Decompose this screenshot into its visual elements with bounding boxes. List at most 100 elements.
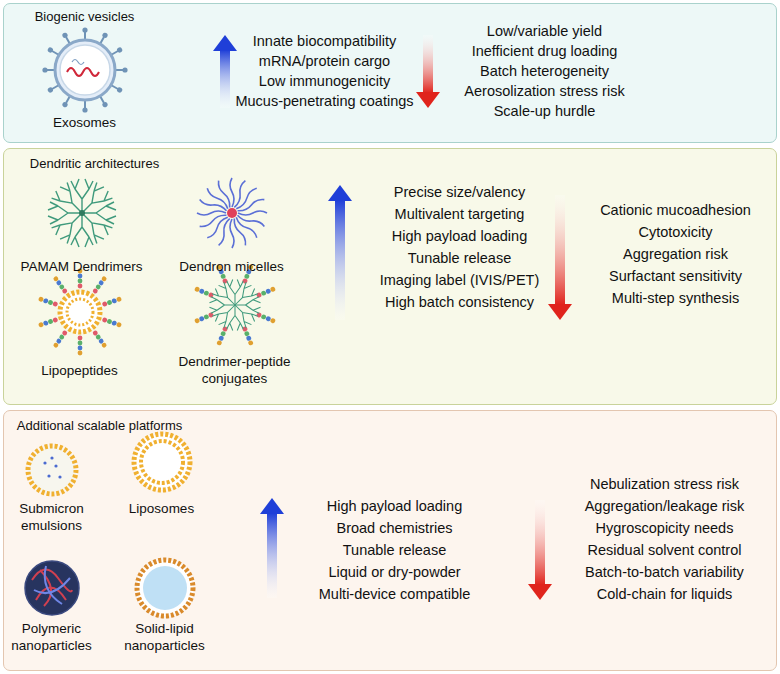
limitation-item: Batch-to-batch variability — [545, 562, 780, 582]
advantage-item: Innate biocompatibility — [205, 31, 445, 51]
exosome-illustration-part — [115, 67, 128, 72]
advantage-arrow-part — [260, 498, 284, 514]
advantage-arrow — [328, 185, 352, 320]
dendrimer-peptide-illustration-part — [229, 299, 259, 329]
dendron-micelle-illustration-part — [237, 213, 265, 228]
lipopeptide-illustration-part — [102, 317, 122, 328]
dendrimer-peptide-illustration — [194, 264, 276, 346]
exosome-illustration-part — [47, 83, 61, 94]
dendron-micelle-illustration-part — [206, 187, 229, 210]
lipopeptide-illustration-part — [38, 296, 58, 307]
exosome-illustration — [42, 27, 127, 112]
advantage-arrow — [213, 35, 237, 108]
exosome-illustration-part — [55, 40, 115, 100]
limitation-item: Low/variable yield — [425, 21, 665, 41]
limitation-arrow — [548, 195, 572, 320]
limitation-item: Inefficient drug loading — [425, 41, 665, 61]
dendron-micelle-illustration-part — [238, 211, 267, 215]
category-band: Biogenic vesiclesExosomes Innate biocompa… — [3, 3, 777, 143]
solid-lipid-illustration — [137, 560, 193, 616]
dendron-micelle-illustration — [197, 178, 267, 248]
emulsion-illustration-part — [58, 475, 61, 478]
limitation-item: Hygroscopicity needs — [545, 518, 780, 538]
dendrimer-peptide-illustration-part — [210, 297, 236, 314]
advantage-item: High payload loading — [340, 226, 580, 246]
lipopeptide-illustration-part — [53, 275, 69, 294]
liposome-illustration — [134, 434, 190, 490]
illustration-label: Lipopeptides — [25, 362, 135, 379]
advantage-arrow-part — [335, 200, 345, 320]
lipopeptide-illustration-part — [78, 269, 83, 289]
lipopeptide-illustration-part — [53, 330, 69, 349]
advantage-item: Imaging label (IVIS/PET) — [340, 270, 580, 290]
dendrimer-peptide-illustration-part — [242, 264, 254, 284]
lipopeptide-illustration-part — [60, 292, 100, 332]
exosome-illustration-part — [61, 32, 72, 46]
illustration-label: Dendron micelles — [162, 258, 302, 275]
dendrimer-peptide-illustration-part — [229, 281, 259, 311]
limitation-item: Nebulization stress risk — [545, 474, 780, 494]
illustration-label: Exosomes — [30, 114, 140, 131]
limitation-arrow-part — [528, 584, 552, 600]
dendron-micelle-illustration-part — [206, 216, 229, 239]
dendrimer-illustration-part — [71, 179, 93, 213]
limitation-item: Cytotoxicity — [556, 222, 780, 242]
lipopeptide-illustration-part — [92, 275, 108, 294]
advantage-item: Low immunogenicity — [205, 71, 445, 91]
exosome-illustration-part — [110, 46, 124, 57]
illustration-label: Solid-lipid nanoparticles — [117, 620, 212, 654]
limitation-item: Surfactant sensitivity — [556, 266, 780, 286]
dendron-micelle-illustration-part — [235, 187, 258, 210]
emulsion-illustration-part — [43, 461, 46, 464]
advantage-item: High batch consistency — [340, 292, 580, 312]
dendron-micelle-illustration-part — [237, 198, 265, 213]
lipopeptide-illustration-part — [78, 336, 83, 356]
lipopeptide-illustration-part — [92, 330, 108, 349]
dendron-micelle-illustration-part — [197, 211, 226, 215]
advantage-item: Tunable release — [340, 248, 580, 268]
exosome-illustration-part — [67, 68, 99, 76]
limitation-arrow-part — [416, 92, 440, 108]
dendrimer-illustration-part — [50, 205, 90, 245]
band-heading: Biogenic vesicles — [0, 7, 170, 27]
exosome-illustration-part — [98, 95, 109, 109]
dendron-micelle-illustration-part — [199, 213, 227, 228]
dendrimer-illustration-part — [50, 181, 90, 221]
dendrimer-illustration-part — [48, 202, 82, 224]
dendrimer-peptide-illustration-part — [235, 297, 261, 314]
dendrimer-peptide-illustration-part — [256, 286, 276, 298]
dendrimer-illustration-part — [82, 202, 116, 224]
dendrimer-peptide-illustration-part — [216, 264, 228, 284]
limitation-item: Scale-up hurdle — [425, 101, 665, 121]
dendrimer-peptide-illustration-part — [211, 299, 241, 329]
exosome-illustration-part — [98, 32, 109, 46]
dendrimer-illustration-part — [74, 205, 114, 245]
lipopeptide-illustration-part — [67, 299, 93, 325]
dendron-micelle-illustration-part — [232, 218, 247, 246]
emulsion-illustration-part — [54, 464, 57, 467]
advantage-item: Mucus-penetrating coatings — [205, 91, 445, 111]
limitation-item: Multi-step synthesis — [556, 288, 780, 308]
limitation-item: Batch heterogeneity — [425, 61, 665, 81]
advantage-arrow-part — [213, 35, 237, 51]
exosome-illustration-part — [61, 95, 72, 109]
dendron-micelle-illustration-part — [227, 208, 237, 218]
dendron-micelle-illustration-part — [230, 219, 234, 248]
limitation-arrow-part — [555, 195, 565, 305]
lipopeptide-illustration — [38, 269, 122, 356]
polymeric-nanoparticle-illustration-part — [34, 566, 70, 604]
band-heading: Additional scalable platforms — [0, 416, 200, 436]
exosome-illustration-part — [82, 100, 87, 113]
solid-lipid-illustration-part — [137, 560, 193, 616]
emulsion-illustration-part — [28, 446, 76, 494]
dendron-micelle-illustration-part — [217, 180, 232, 208]
advantage-item: Tunable release — [275, 540, 515, 560]
advantage-arrow-part — [220, 50, 230, 108]
dendrimer-peptide-illustration-part — [194, 312, 214, 324]
dendrimer-illustration-part — [71, 213, 93, 247]
exosome-illustration-part — [82, 27, 87, 40]
advantage-arrow-part — [267, 513, 277, 598]
exosome-illustration-part — [110, 83, 124, 94]
advantage-item: Liquid or dry-powder — [275, 562, 515, 582]
